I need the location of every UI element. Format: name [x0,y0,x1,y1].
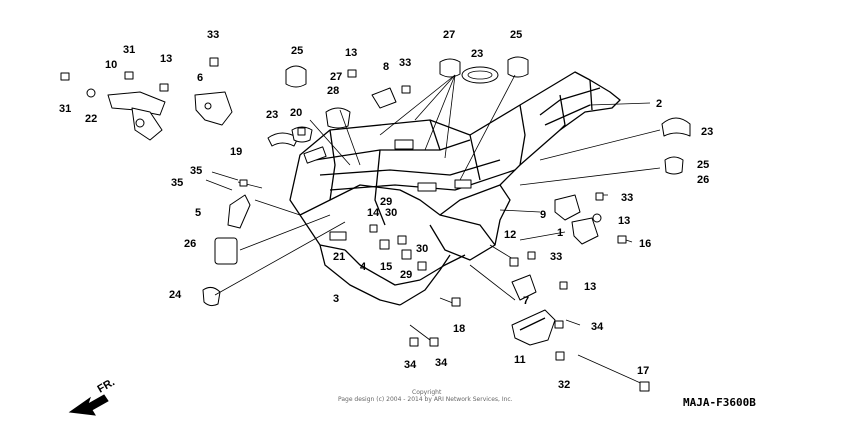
callout-11: 11 [514,354,526,366]
callout-35: 35 [190,165,202,177]
cover-24 [202,286,221,307]
callout-23: 23 [471,48,483,60]
direction-label: FR. [96,376,117,395]
callout-9: 9 [540,209,546,221]
callout-17: 17 [637,365,649,377]
callout-30: 30 [416,243,428,255]
callout-20: 20 [290,107,302,119]
clamp-27 [439,58,461,78]
callout-26: 26 [184,238,196,250]
callout-33: 33 [207,29,219,41]
callout-6: 6 [197,72,203,84]
band-23-right [661,117,691,137]
callout-18: 18 [453,323,465,335]
step-bracket-11 [511,309,556,346]
callout-13: 13 [584,281,596,293]
clamp-25-top-right [507,56,529,78]
callout-34: 34 [435,357,448,369]
callout-33: 33 [550,251,562,263]
callout-5: 5 [195,207,201,219]
diagram-code: MAJA-F3600B [683,396,756,409]
callout-numbers: 31 13 10 22 31 6 33 25 13 27 28 8 33 27 … [59,29,713,391]
callout-26: 26 [697,174,709,186]
callout-24: 24 [169,289,182,301]
callout-30: 30 [385,207,397,219]
front-direction-indicator: FR. [68,376,117,416]
callout-13: 13 [345,47,357,59]
copyright-line-1: Copyright [412,389,442,396]
callout-25: 25 [291,45,303,57]
bracket-9 [554,194,581,221]
callout-13: 13 [160,53,172,65]
rubber-26 [214,237,238,265]
clamp-25-top [285,65,307,88]
callout-23: 23 [266,109,278,121]
callout-29: 29 [400,269,412,281]
bolts [60,57,650,392]
callout-19: 19 [230,146,242,158]
bracket-8 [371,87,397,109]
callout-1: 1 [557,227,563,239]
clamp-25-right [664,156,684,175]
clamp-28 [325,107,351,129]
leader-lines [214,74,661,301]
callout-8: 8 [383,61,389,73]
callout-10: 10 [105,59,117,71]
bracket-7 [511,274,537,301]
callout-2: 2 [656,98,662,110]
callout-7: 7 [523,295,529,307]
callout-13: 13 [618,215,630,227]
bracket-6 [194,91,233,126]
callout-34: 34 [404,359,417,371]
callout-28: 28 [327,85,339,97]
bracket-5 [227,194,251,229]
callout-33: 33 [621,192,633,204]
callout-31: 31 [123,44,135,56]
callout-35: 35 [171,177,183,189]
callout-32: 32 [558,379,570,391]
callout-22: 22 [85,113,97,125]
main-frame [289,71,621,306]
callout-12: 12 [504,229,516,241]
callout-25: 25 [510,29,522,41]
band-23-left [267,132,299,147]
callout-34: 34 [591,321,604,333]
callout-14: 14 [367,207,380,219]
callout-23: 23 [701,126,713,138]
callout-16: 16 [639,238,651,250]
callout-15: 15 [380,261,392,273]
callout-4: 4 [360,261,367,273]
callout-27: 27 [443,29,455,41]
band-23-top [461,66,499,84]
copyright-line-2: Page design (c) 2004 - 2014 by ARI Netwo… [338,396,513,403]
engine-hanger-bracket-10 [107,91,166,141]
callout-3: 3 [333,293,339,305]
callout-27: 27 [330,71,342,83]
callout-21: 21 [333,251,345,263]
callout-31: 31 [59,103,71,115]
bracket-1 [571,217,599,245]
callout-29: 29 [380,196,392,208]
callout-25: 25 [697,159,709,171]
callout-33: 33 [399,57,411,69]
